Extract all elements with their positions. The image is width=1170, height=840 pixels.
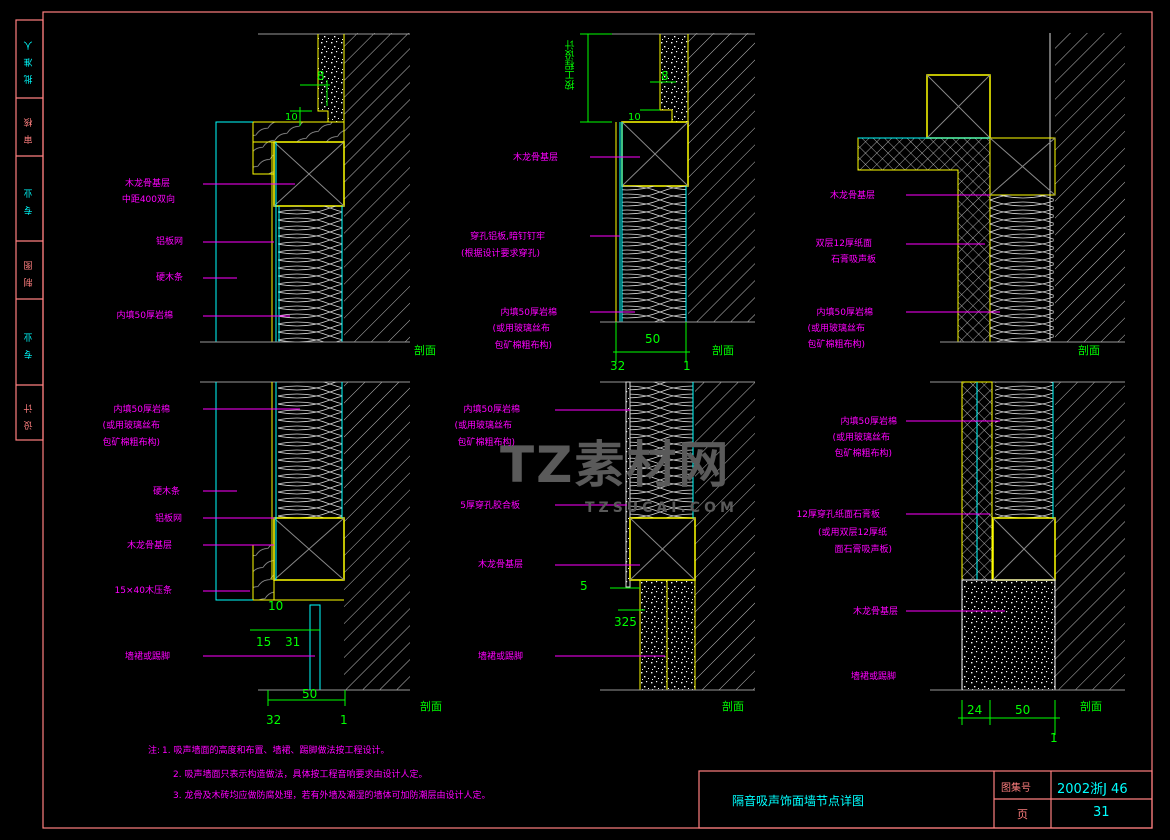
label: 包矿棉粗布构) [807, 340, 865, 350]
label: 内填50厚岩棉 [816, 308, 873, 318]
dim: 10 [285, 112, 298, 123]
section-label: 剖面 [1080, 700, 1102, 713]
label: 内填50厚岩棉 [500, 308, 557, 318]
section-label: 剖面 [1078, 344, 1100, 357]
side-cell-4: 制图 [24, 253, 35, 287]
section-label: 剖面 [420, 700, 442, 713]
label: 内填50厚岩棉 [116, 311, 173, 321]
label: 墙裙或踢脚 [850, 672, 896, 682]
label: 石膏吸声板 [830, 255, 876, 265]
dim: 10 [628, 112, 641, 123]
label: 5厚穿孔胶合板 [460, 501, 520, 511]
side-cell-6: 设计 [24, 396, 35, 430]
dim: 32 [610, 359, 626, 373]
label: 中距400双向 [121, 195, 175, 205]
label: 穿孔铝板,暗钉钉牢 [470, 232, 545, 242]
label: 包矿棉粗布构) [834, 449, 892, 459]
sheet-frame [15, 11, 1153, 829]
watermark-main: TZ素材网 [500, 436, 731, 494]
label: (或用玻璃丝布 [832, 433, 890, 443]
detail-top-middle [580, 33, 755, 362]
dim: 1 [1050, 731, 1058, 745]
label: (或用玻璃丝布 [492, 324, 550, 334]
dim: 8 [317, 69, 325, 83]
dim: 1 [340, 713, 348, 727]
label: 包矿棉粗布构) [457, 438, 515, 448]
label: 铝板网 [154, 514, 182, 524]
dim: 按工程设计 [566, 40, 577, 90]
label: 12厚穿孔纸面石膏板 [796, 510, 880, 520]
label: 内填50厚岩棉 [113, 405, 170, 415]
label: 木龙骨基层 [852, 607, 898, 617]
atlas-value: 2002浙J 46 [1057, 782, 1128, 797]
dim: 50 [302, 687, 318, 701]
label: (根据设计要求穿孔) [460, 249, 540, 259]
label: 15×40木压条 [114, 586, 172, 596]
label: 包矿棉粗布构) [494, 341, 552, 351]
detail-top-right [857, 33, 1125, 343]
atlas-label: 图集号 [1001, 783, 1031, 794]
page-label: 页 [1017, 808, 1028, 821]
watermark-sub: TZSUCAI.COM [585, 500, 738, 516]
dim: 5 [580, 579, 588, 593]
note-1: 1. 吸声墙面的高度和布置、墙裙、踢脚做法按工程设计。 [162, 746, 390, 756]
label: 墙裙或踢脚 [124, 652, 170, 662]
label: 硬木条 [155, 273, 183, 283]
label: 包矿棉粗布构) [102, 438, 160, 448]
label: 木龙骨基层 [124, 179, 170, 189]
dim: 1 [683, 359, 691, 373]
dim: 32 [266, 713, 282, 727]
label: 硬木条 [152, 487, 180, 497]
label: 内填50厚岩棉 [463, 405, 520, 415]
side-cell-3: 专业 [24, 181, 35, 216]
note-2: 2. 吸声墙面只表示构造做法，具体按工程音响要求由设计人定。 [173, 770, 428, 780]
side-cell-5: 专业 [24, 325, 35, 359]
dim: 50 [1015, 703, 1031, 717]
dim: 24 [967, 703, 983, 717]
drawing-title: 隔音吸声饰面墙节点详图 [732, 794, 865, 808]
side-cell-2: 审核 [24, 110, 35, 144]
dim: 31 [285, 635, 301, 649]
detail-bottom-middle [555, 381, 755, 691]
side-cell-1: 批准人 [24, 33, 35, 85]
dim: 15 [256, 635, 272, 649]
page-value: 31 [1093, 805, 1110, 820]
label: 木龙骨基层 [477, 560, 523, 570]
label: (或用玻璃丝布 [807, 324, 865, 334]
section-label: 剖面 [712, 344, 734, 357]
label: 木龙骨基层 [126, 541, 172, 551]
label: 墙裙或踢脚 [477, 652, 523, 662]
label: 面石膏吸声板) [834, 545, 892, 555]
dim: 10 [268, 599, 284, 613]
label: 双层12厚纸面 [815, 239, 872, 249]
section-label: 剖面 [414, 344, 436, 357]
label: (或用玻璃丝布 [454, 421, 512, 431]
dim: 50 [645, 332, 661, 346]
label: 木龙骨基层 [512, 153, 558, 163]
detail-bottom-right [906, 381, 1125, 735]
notes-prefix: 注: [148, 746, 161, 756]
dim: 325 [614, 615, 637, 629]
label: 铝板网 [155, 237, 183, 247]
detail-bottom-left [200, 381, 410, 706]
note-3: 3. 龙骨及木砖均应做防腐处理，若有外墙及潮湿的墙体可加防潮层由设计人定。 [173, 791, 491, 801]
detail-top-left [200, 33, 410, 343]
label: 木龙骨基层 [829, 191, 875, 201]
dim: 8 [661, 69, 669, 83]
label: (或用双层12厚纸 [818, 528, 887, 538]
section-label: 剖面 [722, 700, 744, 713]
label: 内填50厚岩棉 [840, 417, 897, 427]
label: (或用玻璃丝布 [102, 421, 160, 431]
